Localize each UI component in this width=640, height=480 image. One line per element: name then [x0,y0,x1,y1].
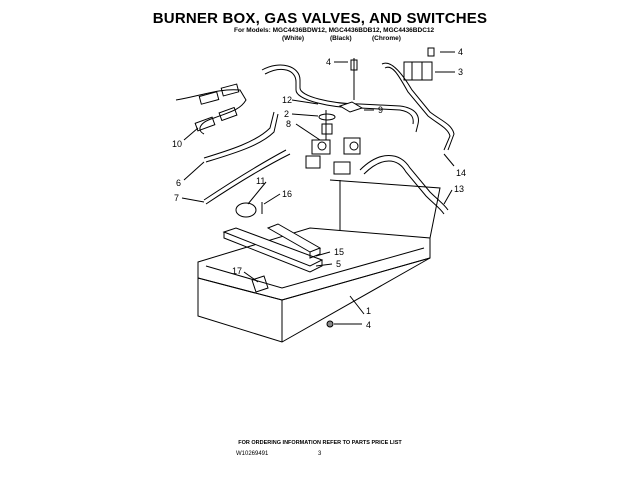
callout-3: 3 [458,67,463,77]
callout-17: 17 [232,266,242,276]
variant-chrome: (Chrome) [372,35,401,42]
callout-4-bottom: 4 [366,320,371,330]
callout-2: 2 [284,109,289,119]
callout-11: 11 [256,176,265,186]
callout-8: 8 [286,119,291,129]
clip [251,275,269,293]
callout-6: 6 [176,178,181,188]
wire-harness [175,83,247,135]
models-line: For Models: MGC4436BDW12, MGC4436BDB12, … [234,27,435,34]
callout-4-top: 4 [458,47,463,57]
footer-ordering-note: FOR ORDERING INFORMATION REFER TO PARTS … [238,440,402,446]
callout-9: 9 [378,105,383,115]
gas-valve-assembly [305,137,361,175]
variant-white: (White) [282,35,305,42]
page-number: 3 [318,451,322,457]
callout-12: 12 [282,95,292,105]
document-number: W10269491 [236,451,269,457]
variant-black: (Black) [330,35,352,42]
callout-15: 15 [334,247,344,257]
callout-7: 7 [174,193,179,203]
callout-1: 1 [366,306,371,316]
support-bracket [222,223,324,273]
callout-10: 10 [172,139,182,149]
callout-16: 16 [282,189,292,199]
page-title: BURNER BOX, GAS VALVES, AND SWITCHES [152,10,488,27]
ignition-switch [403,61,433,81]
callout-13: 13 [454,184,464,194]
callout-5: 5 [336,259,341,269]
callout-4-screw: 4 [326,57,331,67]
manifold-pipe [261,64,419,133]
callout-14: 14 [456,168,466,178]
